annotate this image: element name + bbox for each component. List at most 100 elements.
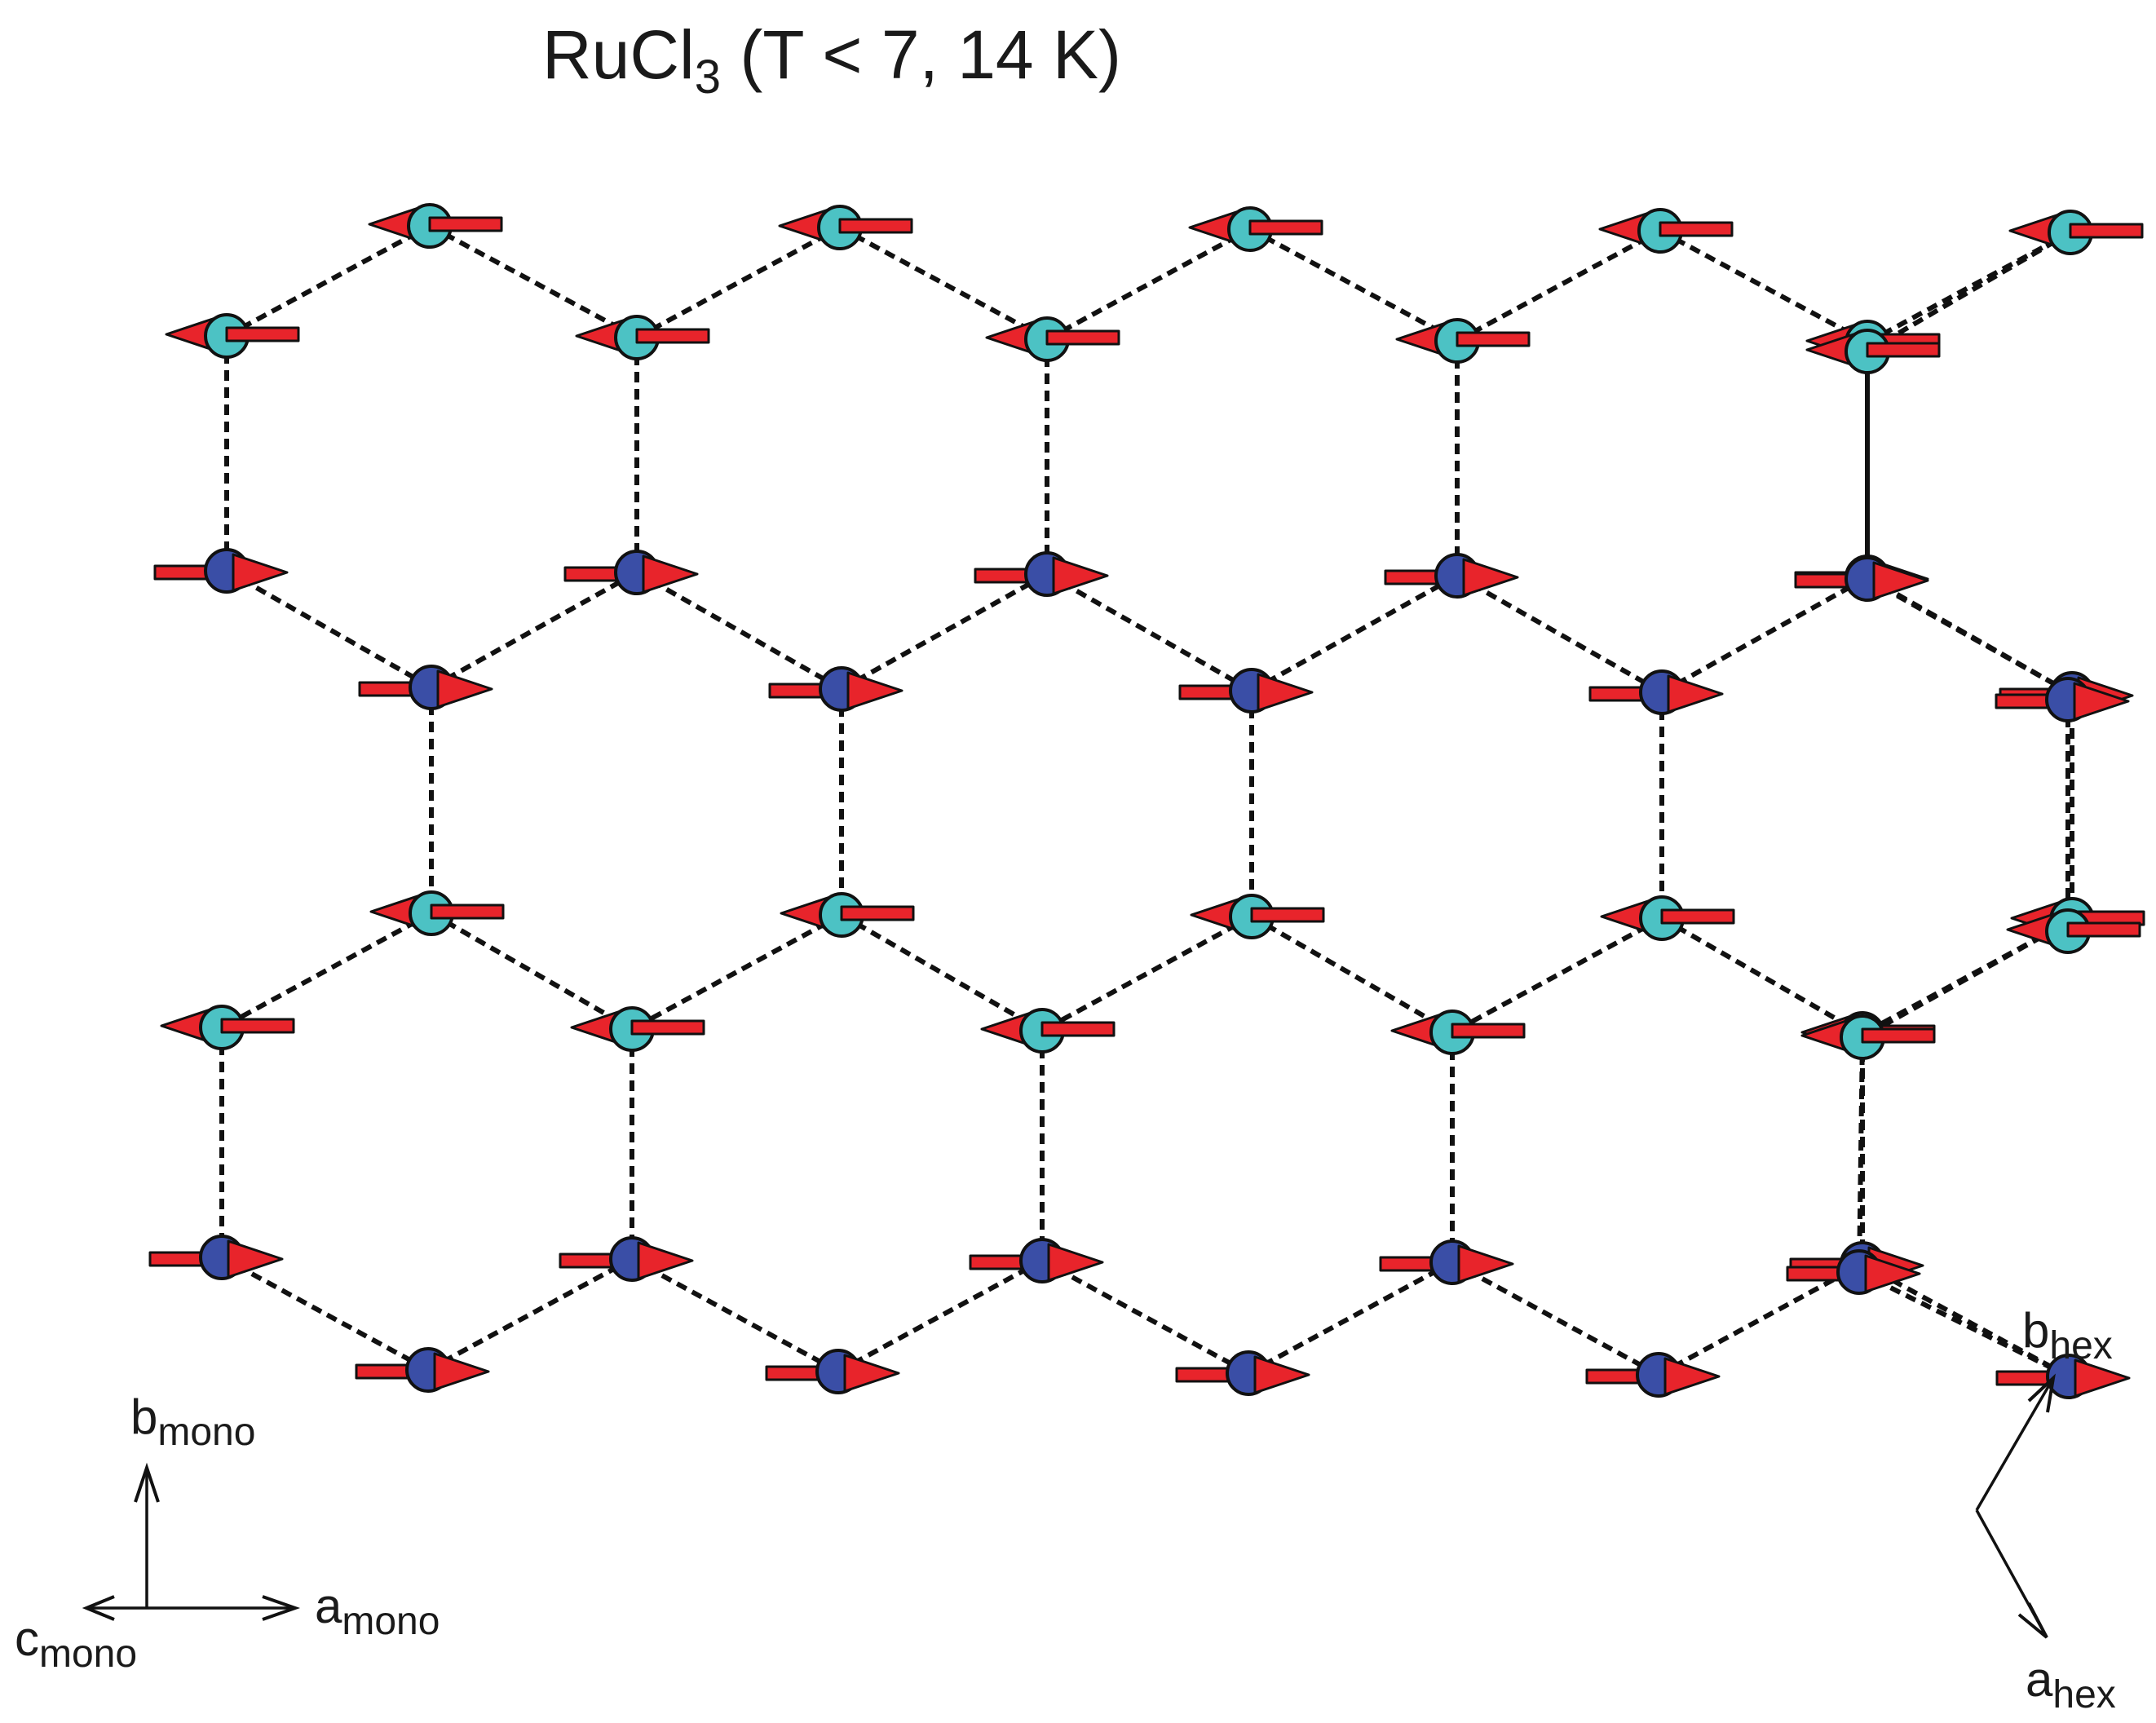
spin-site-plus-a	[1995, 1354, 2131, 1399]
moment-shaft	[2066, 921, 2141, 938]
bond-line	[630, 1257, 840, 1374]
spin-site-minus-a	[160, 1005, 295, 1050]
moment-arrowhead	[227, 1239, 284, 1279]
moment-arrowhead	[1667, 674, 1724, 713]
a-mono-arrowhead	[262, 1595, 301, 1621]
bond-line	[1456, 573, 1663, 695]
b-hex-axis-arrow	[1975, 1377, 2055, 1511]
bond-line	[1248, 227, 1459, 343]
bond-line	[426, 1257, 634, 1372]
bond-line	[838, 225, 1049, 342]
spin-sites	[148, 203, 2145, 1399]
spin-site-minus-a	[1805, 329, 1941, 374]
diagram-title: RuCl3 (T < 7, 14 K)	[542, 16, 1121, 104]
spin-site-plus-a	[768, 666, 903, 712]
bond-line	[225, 223, 431, 338]
moment-shaft	[430, 903, 505, 920]
moment-arrowhead	[1864, 1254, 1921, 1293]
moment-shaft	[630, 1019, 705, 1036]
bond-line	[1657, 1261, 1864, 1377]
moment-arrowhead	[1047, 1243, 1104, 1282]
moment-arrowhead	[1253, 1355, 1310, 1394]
spin-site-minus-a	[778, 205, 913, 250]
moment-shaft	[220, 1018, 295, 1034]
spin-site-minus-a	[1800, 1014, 1936, 1060]
moment-shaft	[225, 326, 300, 342]
bond-line	[1858, 1270, 2070, 1379]
bond-line	[430, 570, 638, 690]
spin-site-minus-a	[985, 316, 1120, 362]
moment-arrowhead	[637, 1241, 694, 1280]
spin-site-minus-a	[369, 890, 505, 936]
moment-shaft	[1660, 908, 1735, 925]
spin-site-plus-a	[563, 550, 699, 595]
moment-shaft	[635, 328, 710, 344]
mono-axes: bmono amono cmono	[15, 1389, 440, 1676]
spin-site-minus-a	[1190, 894, 1325, 939]
moment-shaft	[1040, 1021, 1116, 1037]
spin-site-minus-a	[1600, 895, 1735, 941]
moment-shaft	[1248, 219, 1323, 236]
spin-site-plus-a	[1585, 1352, 1721, 1398]
hex-axes: bhex ahex	[1975, 1303, 2116, 1716]
moment-shaft	[1866, 342, 1941, 358]
spin-site-plus-a	[1175, 1350, 1310, 1396]
a-mono-label: amono	[315, 1579, 440, 1643]
spin-site-minus-a	[780, 892, 915, 938]
bond-line	[1045, 227, 1252, 342]
bond-line	[430, 911, 634, 1032]
c-mono-arrowhead	[82, 1595, 115, 1621]
bond-line	[220, 1255, 430, 1372]
moment-arrowhead	[642, 554, 699, 594]
b-mono-arrowhead	[134, 1462, 160, 1503]
spin-site-minus-a	[1390, 1010, 1526, 1055]
moment-arrowhead	[433, 1352, 490, 1391]
a-hex-label: ahex	[2026, 1652, 2116, 1716]
bond-line	[837, 1258, 1044, 1374]
bond-line	[1660, 916, 1864, 1036]
spin-site-plus-a	[1379, 1239, 1514, 1285]
spin-site-minus-a	[570, 1006, 705, 1052]
spin-site-plus-a	[1786, 1249, 1921, 1295]
spin-site-minus-a	[1598, 208, 1734, 254]
bond-line	[428, 223, 638, 340]
bond-line	[1451, 916, 1663, 1035]
b-hex-label: bhex	[2022, 1303, 2113, 1367]
moment-arrowhead	[1872, 561, 1929, 600]
moment-arrowhead	[1052, 556, 1109, 595]
spin-site-plus-a	[1384, 553, 1519, 599]
spin-site-plus-a	[559, 1236, 694, 1282]
spin-site-plus-a	[153, 548, 289, 594]
bond-line	[1866, 577, 2074, 696]
moment-shaft	[1659, 221, 1734, 237]
bond-line	[840, 912, 1044, 1033]
bond-line	[635, 570, 843, 691]
bond-line	[1250, 914, 1454, 1035]
spin-site-minus-a	[165, 313, 300, 359]
spin-site-plus-a	[1588, 669, 1724, 715]
moment-arrowhead	[2074, 1359, 2131, 1398]
moment-shaft	[428, 216, 503, 232]
bond-line	[1040, 1258, 1250, 1376]
moment-arrowhead	[2073, 682, 2130, 721]
bond-line	[1660, 575, 1869, 695]
bond-line	[1456, 228, 1662, 343]
spin-site-minus-a	[2006, 908, 2141, 954]
bond-line	[220, 911, 433, 1030]
moment-shaft	[840, 905, 915, 921]
bond-line	[225, 568, 433, 690]
b-hex-arrowhead	[2027, 1373, 2056, 1413]
spin-site-minus-a	[1188, 206, 1323, 252]
moment-arrowhead	[1257, 673, 1314, 712]
c-mono-label: cmono	[15, 1611, 137, 1676]
spin-site-minus-a	[575, 315, 710, 360]
spin-site-plus-a	[1794, 556, 1929, 602]
moment-shaft	[1045, 329, 1120, 346]
moment-arrowhead	[232, 553, 289, 592]
moment-arrowhead	[843, 1354, 900, 1393]
spin-site-plus-a	[969, 1238, 1104, 1283]
bond-line	[840, 572, 1049, 691]
moment-shaft	[2069, 223, 2144, 239]
spin-site-plus-a	[355, 1347, 490, 1393]
moment-arrowhead	[436, 669, 493, 709]
